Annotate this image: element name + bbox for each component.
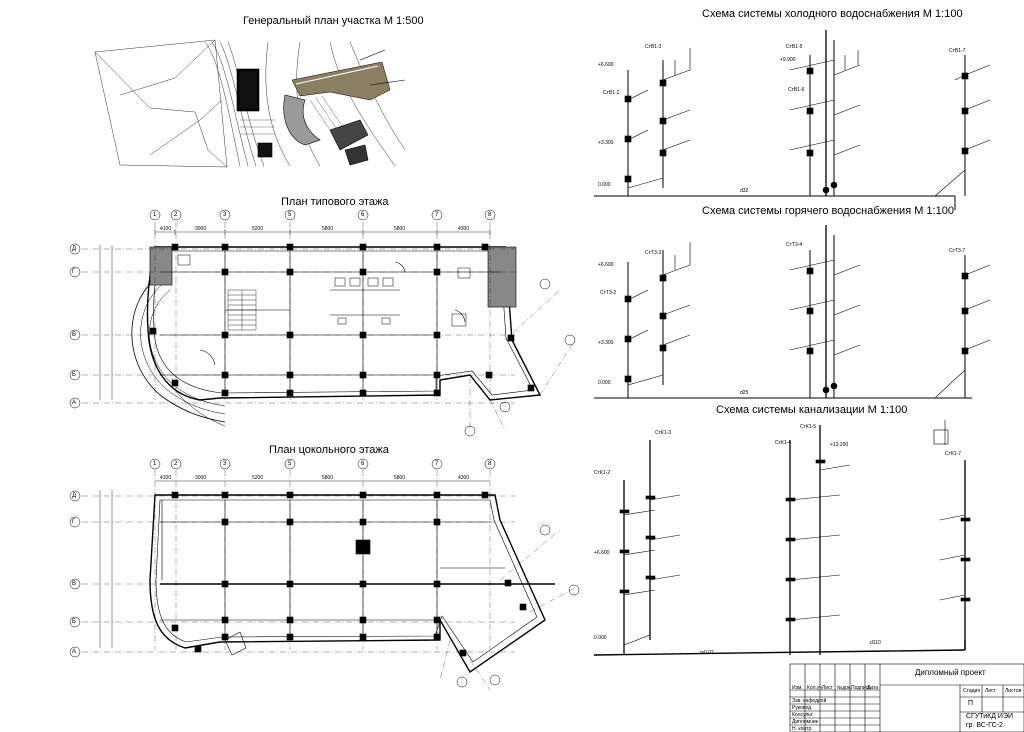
dimension-label: 5200 <box>252 226 264 232</box>
axis-label: А <box>72 649 77 655</box>
elevation-label: +6.600 <box>598 262 614 268</box>
cold-water-scheme <box>594 30 991 210</box>
axis-label: 5 <box>288 461 292 467</box>
axis-label: Б <box>72 619 76 625</box>
axis-label: 6 <box>361 461 365 467</box>
typical-floor-title: План типового этажа <box>281 196 389 208</box>
dimension-label: 3000 <box>195 475 207 481</box>
axis-label: Г <box>72 269 76 275</box>
pipe-label: d32 <box>740 188 749 194</box>
axis-label: 1 <box>153 212 157 218</box>
axis-label: Г <box>72 519 76 525</box>
hot-water-title: Схема системы горячего водоснабжения М 1… <box>702 205 954 217</box>
col-header: №док. <box>837 685 852 691</box>
elevation-label: +6.600 <box>598 62 614 68</box>
axis-label: Б <box>72 372 76 378</box>
elevation-label: 0.000 <box>598 182 611 188</box>
org-name: СГУТиКД ИЭИ <box>966 713 1014 720</box>
riser-label: СтВ1-6 <box>788 87 805 93</box>
riser-label: СтВ1-5 <box>786 44 803 50</box>
dimension-label: 5800 <box>322 475 334 481</box>
axis-label: 1 <box>153 461 157 467</box>
group-name: гр. ВС-ГС-2 <box>966 722 1003 729</box>
elevation-label: 0.000 <box>598 380 611 386</box>
col-header: Кол.уч <box>807 685 822 691</box>
col-header: Дата <box>867 685 879 691</box>
basement-floor-title: План цокольного этажа <box>269 444 389 456</box>
axis-label: 8 <box>488 461 492 467</box>
pipe-label: i=0.02 <box>700 650 714 656</box>
dimension-label: 5800 <box>322 226 334 232</box>
riser-label: СтВ1-3 <box>645 44 662 50</box>
riser-label: СтК1-4 <box>775 440 792 446</box>
role-label: Зав. кафедрой <box>792 698 827 704</box>
title-block <box>789 663 1024 732</box>
hot-water-scheme <box>594 225 991 399</box>
elevation-label: +9.900 <box>780 57 796 63</box>
dimension-label: 5200 <box>252 475 264 481</box>
riser-label: СтТ3-2 <box>600 290 617 296</box>
axis-label: В <box>72 332 77 338</box>
axis-label: 2 <box>174 461 178 467</box>
role-label: Н. контр. <box>792 726 813 732</box>
riser-label: СтТ3-3 <box>645 250 662 256</box>
axis-label: 8 <box>488 212 492 218</box>
dimension-label: 5800 <box>394 226 406 232</box>
sheets-header: Листов <box>1005 688 1022 694</box>
riser-label: СтТ3-7 <box>949 248 966 254</box>
axis-label: 3 <box>223 212 227 218</box>
stage-value: П <box>968 700 974 707</box>
role-label: Дипломник <box>792 719 818 725</box>
riser-label: СтТ3-4 <box>786 242 803 248</box>
typical-floor-plan <box>69 209 576 437</box>
elevation-label: +3.300 <box>598 140 614 146</box>
axis-label: 5 <box>288 212 292 218</box>
elevation-label: +13.200 <box>830 442 849 448</box>
axis-label: Д <box>72 246 77 252</box>
sewerage-title: Схема системы канализации М 1:100 <box>716 404 908 416</box>
elevation-label: +3.300 <box>598 340 614 346</box>
axis-label: 2 <box>174 212 178 218</box>
dimension-label: 4300 <box>458 226 470 232</box>
col-header: Лист <box>822 685 833 691</box>
role-label: Руковод. <box>792 705 813 711</box>
site-plan <box>94 39 406 168</box>
riser-label: СтК1-7 <box>945 451 962 457</box>
axis-label: 7 <box>435 212 439 218</box>
riser-label: СтК1-2 <box>594 470 611 476</box>
axis-label: В <box>72 581 77 587</box>
dimension-label: 4100 <box>160 475 172 481</box>
axis-label: 7 <box>435 461 439 467</box>
cold-water-title: Схема системы холодного водоснабжения М … <box>702 8 963 20</box>
riser-label: СтК1-3 <box>655 430 672 436</box>
stage-header: Стадия <box>963 688 981 694</box>
elevation-label: 0.000 <box>594 635 607 641</box>
col-header: Изм. <box>792 685 803 691</box>
sewerage-scheme <box>593 420 971 656</box>
axis-label: А <box>72 400 77 406</box>
dimension-label: 4300 <box>458 475 470 481</box>
col-header: Подпись <box>851 685 871 691</box>
dimension-label: 5800 <box>394 475 406 481</box>
dimension-label: 4100 <box>160 226 172 232</box>
axis-label: Д <box>72 493 77 499</box>
project-title: Дипломный проект <box>915 668 986 677</box>
site-plan-title: Генеральный план участка М 1:500 <box>243 15 424 27</box>
riser-label: СтВ1-7 <box>949 48 966 54</box>
role-label: Консульт. <box>792 712 814 718</box>
axis-label: 3 <box>223 461 227 467</box>
pipe-label: d25 <box>740 390 749 396</box>
sheet-header: Лист <box>985 688 996 694</box>
axis-label: 6 <box>361 212 365 218</box>
riser-label: СтК1-5 <box>800 424 817 430</box>
dimension-label: 3000 <box>195 226 207 232</box>
elevation-label: +6.600 <box>594 550 610 556</box>
pipe-label: d110 <box>870 640 881 646</box>
riser-label: СтВ1-2 <box>603 90 620 96</box>
basement-floor-plan <box>69 458 580 691</box>
